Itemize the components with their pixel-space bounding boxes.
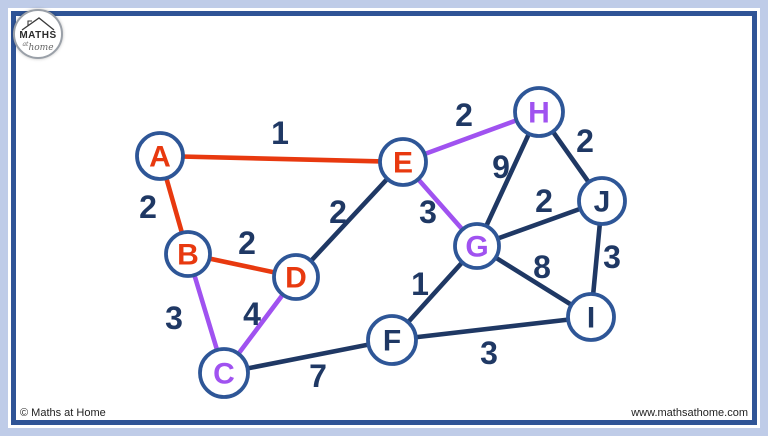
graph-edge-fi xyxy=(389,314,594,343)
edge-weight-gj: 2 xyxy=(535,183,553,219)
graph-node-b xyxy=(164,230,212,278)
website-url: www.mathsathome.com xyxy=(631,407,748,419)
edge-weight-bd: 2 xyxy=(238,225,256,261)
logo-text-home: athome xyxy=(22,40,54,53)
edge-weight-hj: 2 xyxy=(576,123,594,159)
node-label-j: J xyxy=(594,186,611,219)
edge-weight-ab: 2 xyxy=(139,189,157,225)
graph-node-g xyxy=(453,222,501,270)
logo-text-maths: MATHS xyxy=(19,29,57,41)
graph-node-j xyxy=(577,176,627,226)
node-label-c: C xyxy=(213,358,235,391)
graph-edge-cf xyxy=(221,337,395,376)
edge-weight-fg: 1 xyxy=(411,266,429,302)
edge-weight-ij: 3 xyxy=(603,239,621,275)
edge-weight-bc: 3 xyxy=(165,300,183,336)
edge-weight-cd: 4 xyxy=(243,296,261,332)
house-roof-icon xyxy=(21,16,55,31)
edge-weight-gh: 9 xyxy=(492,149,510,185)
logo-text-home-script: home xyxy=(28,42,54,53)
graph-node-h xyxy=(513,86,565,138)
graph-edge-de xyxy=(293,159,406,280)
node-label-i: I xyxy=(587,302,595,335)
graph-node-f xyxy=(366,314,418,366)
node-label-d: D xyxy=(285,262,307,295)
logo-text-at: at xyxy=(22,40,29,48)
edge-weight-ae: 1 xyxy=(271,115,289,151)
graph-node-c xyxy=(198,347,250,399)
graph-node-d xyxy=(272,253,320,301)
edge-weight-eg: 3 xyxy=(419,194,437,230)
copyright-text: © Maths at Home xyxy=(20,407,106,419)
node-label-h: H xyxy=(528,97,550,130)
edge-weight-gi: 8 xyxy=(533,249,551,285)
node-label-e: E xyxy=(393,147,413,180)
graph-node-e xyxy=(378,137,428,187)
node-label-a: A xyxy=(149,141,171,174)
node-label-f: F xyxy=(383,325,401,358)
graph-node-i xyxy=(566,292,616,342)
graph-node-a xyxy=(135,131,185,181)
edge-weight-cf: 7 xyxy=(309,358,327,394)
graph-edge-ae xyxy=(157,153,406,165)
node-label-g: G xyxy=(465,231,488,264)
edge-weight-eh: 2 xyxy=(455,97,473,133)
edge-weight-de: 2 xyxy=(329,194,347,230)
maths-at-home-logo: MATHS athome xyxy=(13,9,63,59)
node-label-b: B xyxy=(177,239,199,272)
edge-weight-fi: 3 xyxy=(480,335,498,371)
